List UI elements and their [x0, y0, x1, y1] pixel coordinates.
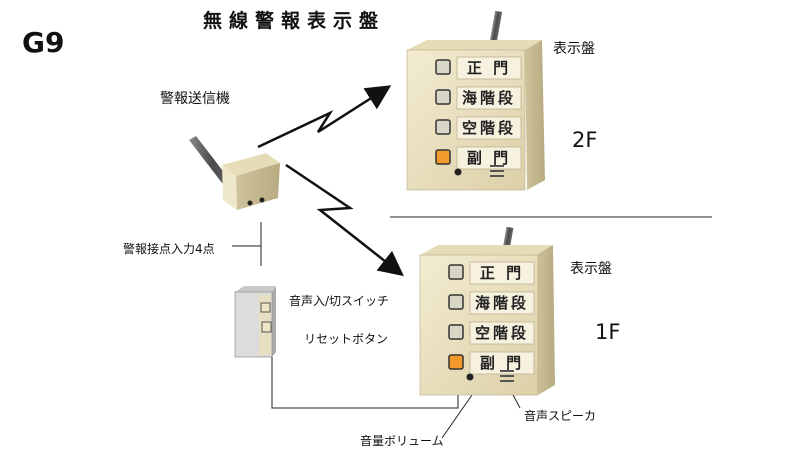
volume-callout [441, 394, 473, 439]
switch-box [234, 286, 276, 358]
panel-slot-strip [469, 291, 535, 315]
panel-slot-strip [456, 116, 522, 140]
panel-slot-label: 空階段 [475, 324, 529, 342]
lamp-indicator [448, 324, 464, 340]
lamp-lit-indicator [435, 149, 451, 165]
lamp-indicator [448, 264, 464, 280]
lamp-indicator [448, 294, 464, 310]
panel-slot-label: 空階段 [462, 119, 516, 137]
lamp-indicator [435, 59, 451, 75]
panel-slot-label: 海階段 [475, 294, 529, 312]
floor-label-1f: 1F [595, 320, 621, 344]
voice-switch [260, 302, 271, 313]
panel-slot-label: 海階段 [462, 89, 516, 107]
transmitter-device [189, 136, 280, 210]
speaker-label: 音声スピーカ [524, 409, 597, 423]
reset-button-label: リセットボタン [304, 332, 389, 346]
panel-slot-label: 副 門 [480, 354, 524, 372]
floor-label-2f: 2F [572, 128, 598, 152]
figure-code: G9 [22, 26, 65, 59]
wireless-link-2f-arrow [257, 85, 392, 149]
diagram-title: 無線警報表示盤 [203, 10, 386, 32]
panel-slot-strip [469, 261, 535, 285]
panel-slot-strip [469, 351, 535, 375]
speaker-callout [511, 392, 521, 409]
reset-button [261, 321, 272, 333]
wireless-link-1f-arrow [285, 163, 404, 277]
voice-switch-label: 音声入/切スイッチ [289, 294, 390, 308]
wiring-line [271, 357, 459, 409]
panel-title-1f: 表示盤 [570, 261, 612, 277]
lamp-indicator [435, 119, 451, 135]
transmitter-label: 警報送信機 [160, 91, 230, 107]
panel-slot-strip [456, 146, 522, 170]
panel-slot-strip [456, 86, 522, 110]
panel-slot-label: 正 門 [480, 264, 524, 282]
panel-slot-strip [469, 321, 535, 345]
panel-slot-label: 正 門 [467, 59, 511, 77]
input-label: 警報接点入力4点 [123, 242, 215, 256]
panel-slot-label: 副 門 [467, 149, 511, 167]
lamp-lit-indicator [448, 354, 464, 370]
panel-title-2f: 表示盤 [553, 41, 595, 57]
panel-slot-strip [456, 56, 522, 80]
lamp-indicator [435, 89, 451, 105]
volume-label: 音量ボリューム [360, 434, 444, 448]
